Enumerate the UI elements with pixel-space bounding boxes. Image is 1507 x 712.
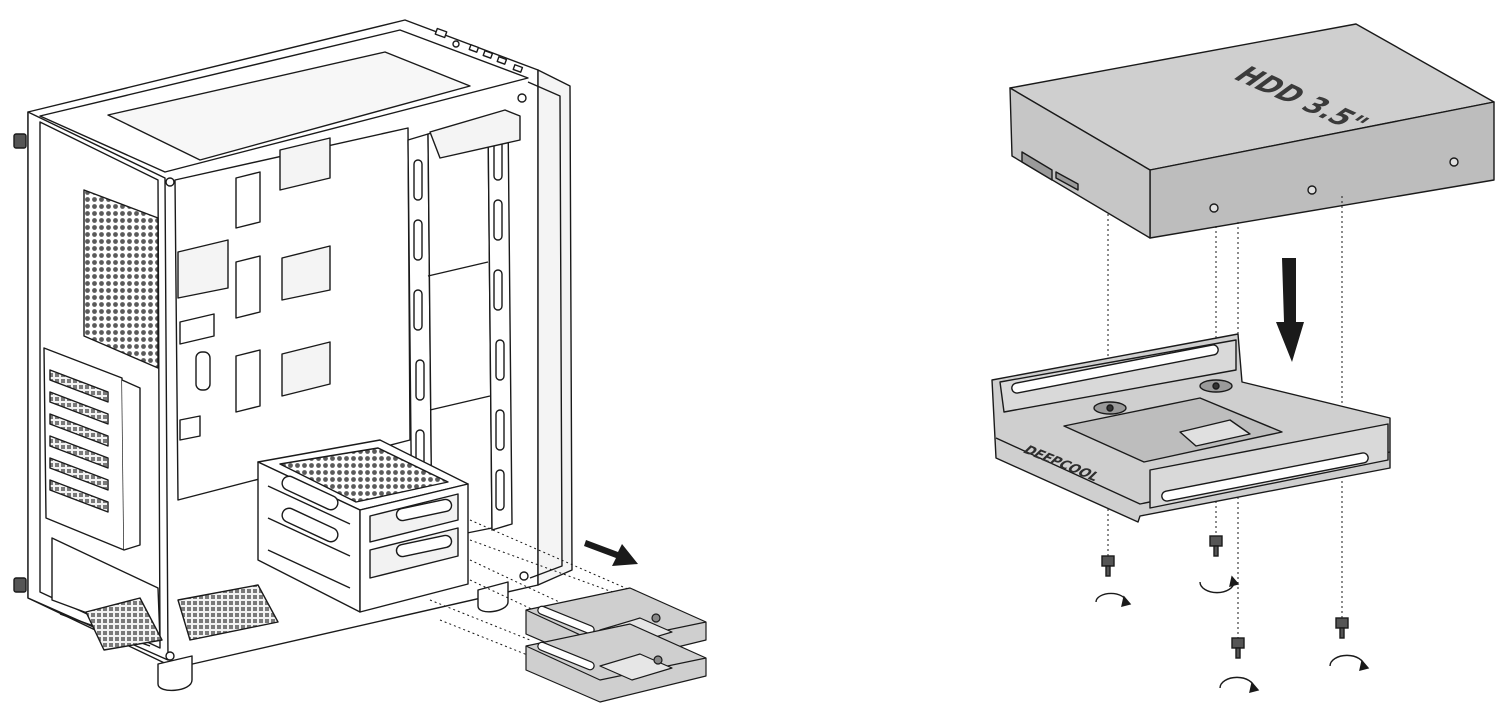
- case-thumb-screws: [13, 93, 529, 661]
- case-front-panel: [537, 69, 573, 586]
- hdd-tray-stack: [525, 587, 707, 703]
- hdd-tray: [525, 623, 707, 703]
- screw: [1335, 617, 1349, 639]
- hdd-bracket: DEEPCOOL: [991, 333, 1391, 523]
- screw: [1101, 555, 1115, 577]
- down-arrow: [1276, 258, 1304, 362]
- hdd-side-face: [1009, 87, 1151, 239]
- case-foot: [477, 581, 509, 613]
- drive-cage: [257, 439, 469, 613]
- rotate-cw-icon: [1219, 676, 1255, 689]
- case-foot: [157, 655, 193, 691]
- bottom-vent: [177, 584, 279, 641]
- front-io-ports: [434, 27, 524, 73]
- screw: [1231, 637, 1245, 659]
- hdd-illustration: HDD 3.5": [1009, 23, 1495, 239]
- rotate-cw-icon: [1329, 654, 1365, 667]
- screw-set: [1095, 535, 1370, 693]
- rotate-cw-icon: [1095, 592, 1127, 603]
- pc-case-illustration: [13, 19, 573, 691]
- screw: [1209, 535, 1223, 557]
- slide-arrow: [584, 540, 638, 566]
- rear-fan-grill: [83, 189, 159, 369]
- pci-expansion-slots: [43, 347, 141, 551]
- rotate-cw-icon: [1199, 581, 1235, 594]
